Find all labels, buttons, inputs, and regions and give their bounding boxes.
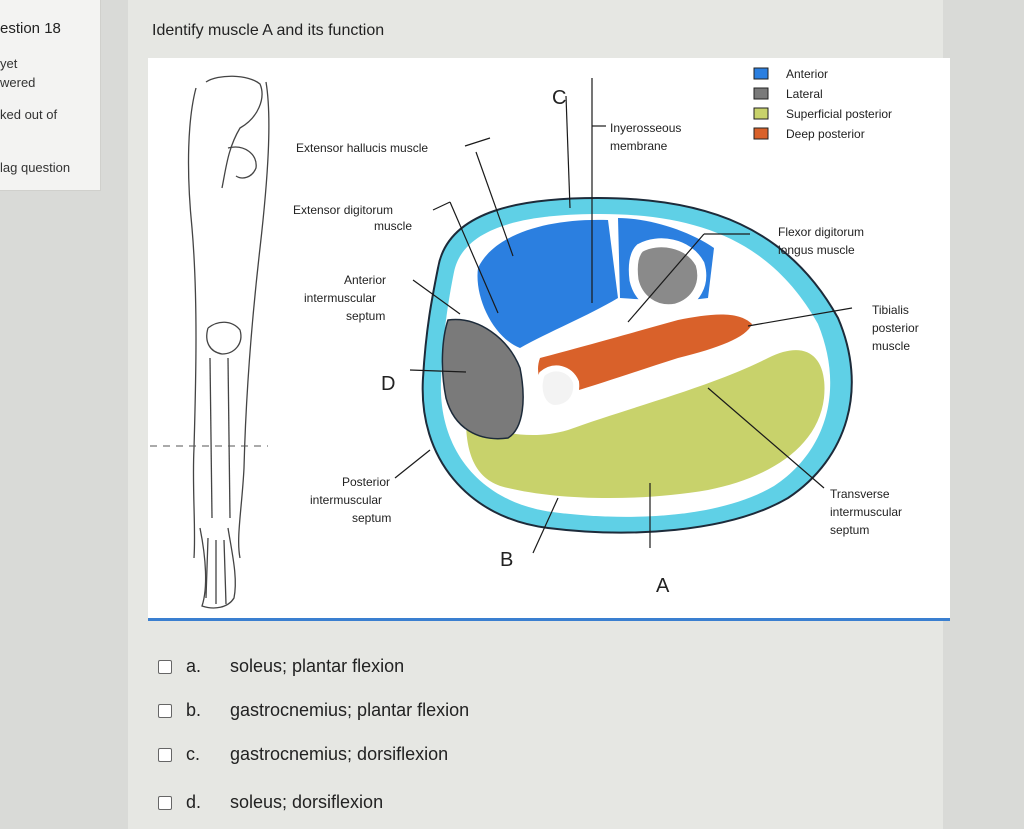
label-posterior-septum-2: intermuscular	[310, 493, 382, 507]
label-posterior-septum-3: septum	[352, 511, 391, 525]
question-info-sidebar: estion 18 yet wered ked out of lag quest…	[0, 0, 101, 191]
legend-label-lateral: Lateral	[786, 87, 823, 101]
legend-swatch-deep-posterior	[753, 127, 769, 140]
label-tibialis: Tibialis	[872, 303, 909, 317]
option-checkbox[interactable]	[158, 795, 172, 810]
marks-text: ked out of	[0, 107, 58, 122]
option-checkbox[interactable]	[158, 703, 172, 718]
legend-swatch-lateral	[753, 87, 769, 100]
pointer-lines	[394, 78, 853, 554]
option-a[interactable]: a. soleus; plantar flexion	[158, 656, 404, 677]
option-letter: d.	[186, 792, 202, 812]
legend-label-deep-posterior: Deep posterior	[786, 127, 865, 141]
label-letter-c: C	[552, 87, 566, 109]
legend-label-superficial-posterior: Superficial posterior	[786, 107, 892, 121]
cross-section	[421, 196, 853, 534]
option-c[interactable]: c. gastrocnemius; dorsiflexion	[158, 744, 448, 765]
label-tibialis-3: muscle	[872, 339, 910, 353]
label-anterior-septum: Anterior	[344, 273, 386, 287]
question-number: estion 18	[0, 20, 61, 37]
legend: Anterior Lateral Superficial posterior D…	[753, 67, 892, 141]
label-extensor-hallucis: Extensor hallucis muscle	[296, 141, 428, 155]
legend-swatch-anterior	[753, 67, 769, 80]
status-text: yet	[0, 56, 18, 71]
option-letter: b.	[186, 700, 202, 720]
label-transverse-septum: Transverse	[830, 487, 890, 501]
option-b[interactable]: b. gastrocnemius; plantar flexion	[158, 700, 469, 721]
option-checkbox[interactable]	[158, 659, 172, 674]
option-checkbox[interactable]	[158, 747, 172, 762]
option-d[interactable]: d. soleus; dorsiflexion	[158, 792, 383, 813]
label-transverse-septum-3: septum	[830, 523, 869, 537]
option-letter: a.	[186, 656, 202, 676]
label-anterior-septum-3: septum	[346, 309, 385, 323]
option-text: gastrocnemius; plantar flexion	[230, 700, 470, 720]
option-letter: c.	[186, 744, 201, 764]
anatomy-figure: Extensor hallucis muscle Extensor digito…	[148, 58, 950, 621]
label-interosseous-2: membrane	[610, 139, 668, 153]
label-extensor-digitorum: Extensor digitorum	[293, 203, 393, 217]
label-letter-a: A	[656, 575, 670, 597]
leg-skeleton-drawing	[187, 75, 270, 609]
legend-swatch-superficial-posterior	[753, 107, 769, 120]
legend-label-anterior: Anterior	[786, 67, 828, 81]
label-transverse-septum-2: intermuscular	[830, 505, 902, 519]
option-text: gastrocnemius; dorsiflexion	[230, 744, 449, 764]
question-prompt: Identify muscle A and its function	[152, 22, 385, 39]
label-flexor-digitorum-2: longus muscle	[778, 243, 855, 257]
leg-cross-section-diagram: Extensor hallucis muscle Extensor digito…	[150, 67, 919, 609]
label-letter-b: B	[500, 549, 513, 571]
label-flexor-digitorum: Flexor digitorum	[778, 225, 864, 239]
status-text-2: wered	[0, 75, 36, 90]
label-posterior-septum: Posterior	[342, 475, 390, 489]
flag-question-link[interactable]: lag question	[0, 160, 71, 175]
label-letter-d: D	[381, 373, 395, 395]
label-anterior-septum-2: intermuscular	[304, 291, 376, 305]
label-tibialis-2: posterior	[872, 321, 919, 335]
option-text: soleus; plantar flexion	[230, 656, 405, 676]
label-interosseous: Inyerosseous	[610, 121, 681, 135]
option-text: soleus; dorsiflexion	[230, 792, 384, 812]
label-extensor-digitorum-2: muscle	[374, 219, 412, 233]
